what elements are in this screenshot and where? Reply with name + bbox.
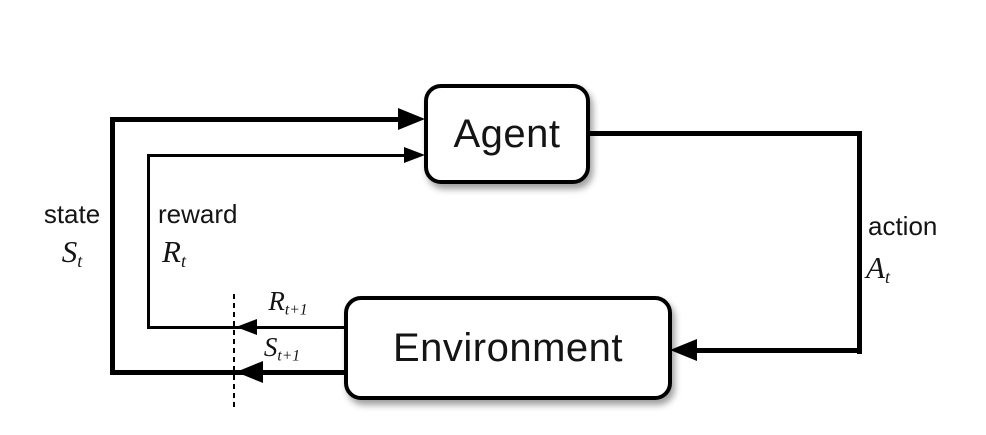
action-to-environment-arrowhead-icon	[670, 339, 697, 361]
action-symbol-label: At	[866, 250, 890, 286]
state-symbol-label: St	[26, 234, 118, 270]
next-reward-symbol-label: Rt+1	[246, 286, 330, 319]
next-state-arrowhead-icon	[236, 361, 263, 383]
environment-node-label: Environment	[392, 325, 624, 370]
next-reward-arrowhead-icon	[236, 319, 257, 335]
next-state-symbol-base: S	[263, 332, 278, 362]
next-reward-symbol-base: R	[268, 286, 285, 316]
action-line-bottom	[694, 348, 862, 353]
reward-symbol-label: Rt	[162, 234, 186, 270]
state-line-vertical	[110, 117, 115, 375]
reward-to-agent-arrowhead-icon	[404, 147, 425, 163]
next-state-symbol-subscript: t+1	[277, 347, 301, 365]
reward-symbol-base: R	[162, 234, 181, 269]
reward-word-label: reward	[158, 199, 238, 229]
state-line-top	[110, 117, 402, 122]
reward-line-top	[147, 154, 407, 157]
action-line-top	[588, 131, 862, 136]
state-symbol-base: S	[61, 234, 78, 269]
state-symbol-subscript: t	[77, 251, 83, 272]
action-line-vertical	[857, 131, 862, 354]
action-symbol-base: A	[866, 250, 885, 285]
next-state-symbol-label: St+1	[240, 332, 324, 365]
state-word-label: state	[43, 199, 101, 229]
next-reward-symbol-subscript: t+1	[284, 301, 308, 319]
state-line-bottom	[110, 370, 348, 375]
state-to-agent-arrowhead-icon	[398, 108, 425, 130]
agent-node: Agent	[424, 84, 590, 184]
environment-node: Environment	[344, 296, 672, 400]
agent-node-label: Agent	[453, 111, 561, 156]
reward-line-vertical	[147, 154, 150, 329]
action-word-label: action	[868, 211, 938, 241]
reward-symbol-subscript: t	[180, 251, 186, 272]
time-step-dashed-line	[233, 294, 235, 408]
action-symbol-subscript: t	[884, 267, 890, 288]
